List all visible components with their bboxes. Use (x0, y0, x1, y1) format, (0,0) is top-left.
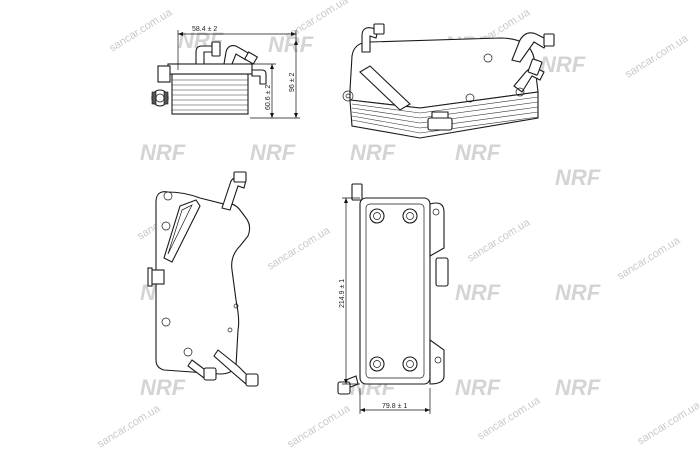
isometric-view (342, 23, 555, 139)
nrf-logo-5: NRF (140, 140, 186, 165)
iso-slot (359, 65, 411, 111)
nrf-logo-15: NRF (455, 375, 501, 400)
svg-text:NRF: NRF (140, 140, 186, 165)
rear-view-holes (161, 191, 239, 357)
svg-text:NRF: NRF (455, 280, 501, 305)
nrf-logo-9: NRF (555, 165, 601, 190)
nrf-logo-11: NRF (455, 280, 501, 305)
front-view-dim-height: 214.9 ± 1 (339, 197, 360, 385)
svg-text:NRF: NRF (140, 375, 186, 400)
front-view-pipes (337, 183, 449, 395)
side-view-cooler-body (167, 63, 253, 115)
front-view-dim-width: 79.8 ± 1 (359, 388, 431, 414)
nrf-logo-6: NRF (250, 140, 296, 165)
rear-view-plate (155, 191, 251, 375)
svg-text:NRF: NRF (540, 52, 586, 77)
watermark-text-11: sancar.com.ua (475, 394, 543, 443)
nrf-logo-12: NRF (555, 280, 601, 305)
front-view-body (359, 197, 445, 385)
svg-text:NRF: NRF (455, 140, 501, 165)
dim-label-total-height: 96 ± 2 (289, 72, 296, 92)
rear-view-slot (163, 199, 201, 263)
svg-text:NRF: NRF (555, 375, 601, 400)
svg-text:NRF: NRF (350, 140, 396, 165)
rear-view (147, 171, 259, 387)
nrf-logo-8: NRF (455, 140, 501, 165)
dim-label-top-width: 58.4 ± 2 (192, 26, 217, 33)
svg-text:NRF: NRF (268, 32, 314, 57)
svg-text:NRF: NRF (555, 165, 601, 190)
nrf-logo-16: NRF (555, 375, 601, 400)
nrf-logo-2: NRF (268, 32, 314, 57)
watermark-text-2: sancar.com.ua (283, 0, 351, 43)
watermark-text-8: sancar.com.ua (615, 234, 683, 283)
svg-text:NRF: NRF (250, 140, 296, 165)
side-view-dim-inner-height: 60.6 ± 2 (250, 63, 276, 119)
iso-bolt-holes (342, 53, 525, 103)
svg-text:NRF: NRF (455, 375, 501, 400)
watermark-text-6: sancar.com.ua (265, 224, 333, 273)
front-view-bolts (369, 208, 418, 372)
watermark-text-4: sancar.com.ua (623, 32, 691, 81)
side-view: 58.4 ± 2 60.6 ± 2 96 ± 2 (151, 26, 300, 119)
side-view-dim-width: 58.4 ± 2 (177, 26, 297, 70)
watermark-text-12: sancar.com.ua (635, 399, 699, 448)
dim-label-front-width: 79.8 ± 1 (382, 403, 407, 410)
watermark-text-1: sancar.com.ua (107, 6, 175, 55)
watermark-text-7: sancar.com.ua (465, 216, 533, 265)
nrf-logo-7: NRF (350, 140, 396, 165)
dim-label-inner-height: 60.6 ± 2 (265, 85, 272, 110)
side-view-pipes (195, 41, 267, 85)
rear-view-pipes (147, 171, 259, 387)
side-view-dim-total-height: 96 ± 2 (276, 40, 300, 119)
iso-pipes (361, 23, 555, 131)
side-view-fitting (151, 65, 171, 107)
nrf-logo-4: NRF (540, 52, 586, 77)
svg-text:NRF: NRF (555, 280, 601, 305)
nrf-logo-13: NRF (140, 375, 186, 400)
watermark-text-9: sancar.com.ua (95, 402, 163, 451)
dim-label-front-height: 214.9 ± 1 (339, 279, 346, 308)
front-view: 214.9 ± 1 79.8 ± 1 (337, 183, 449, 414)
watermark-text-10: sancar.com.ua (285, 402, 353, 451)
